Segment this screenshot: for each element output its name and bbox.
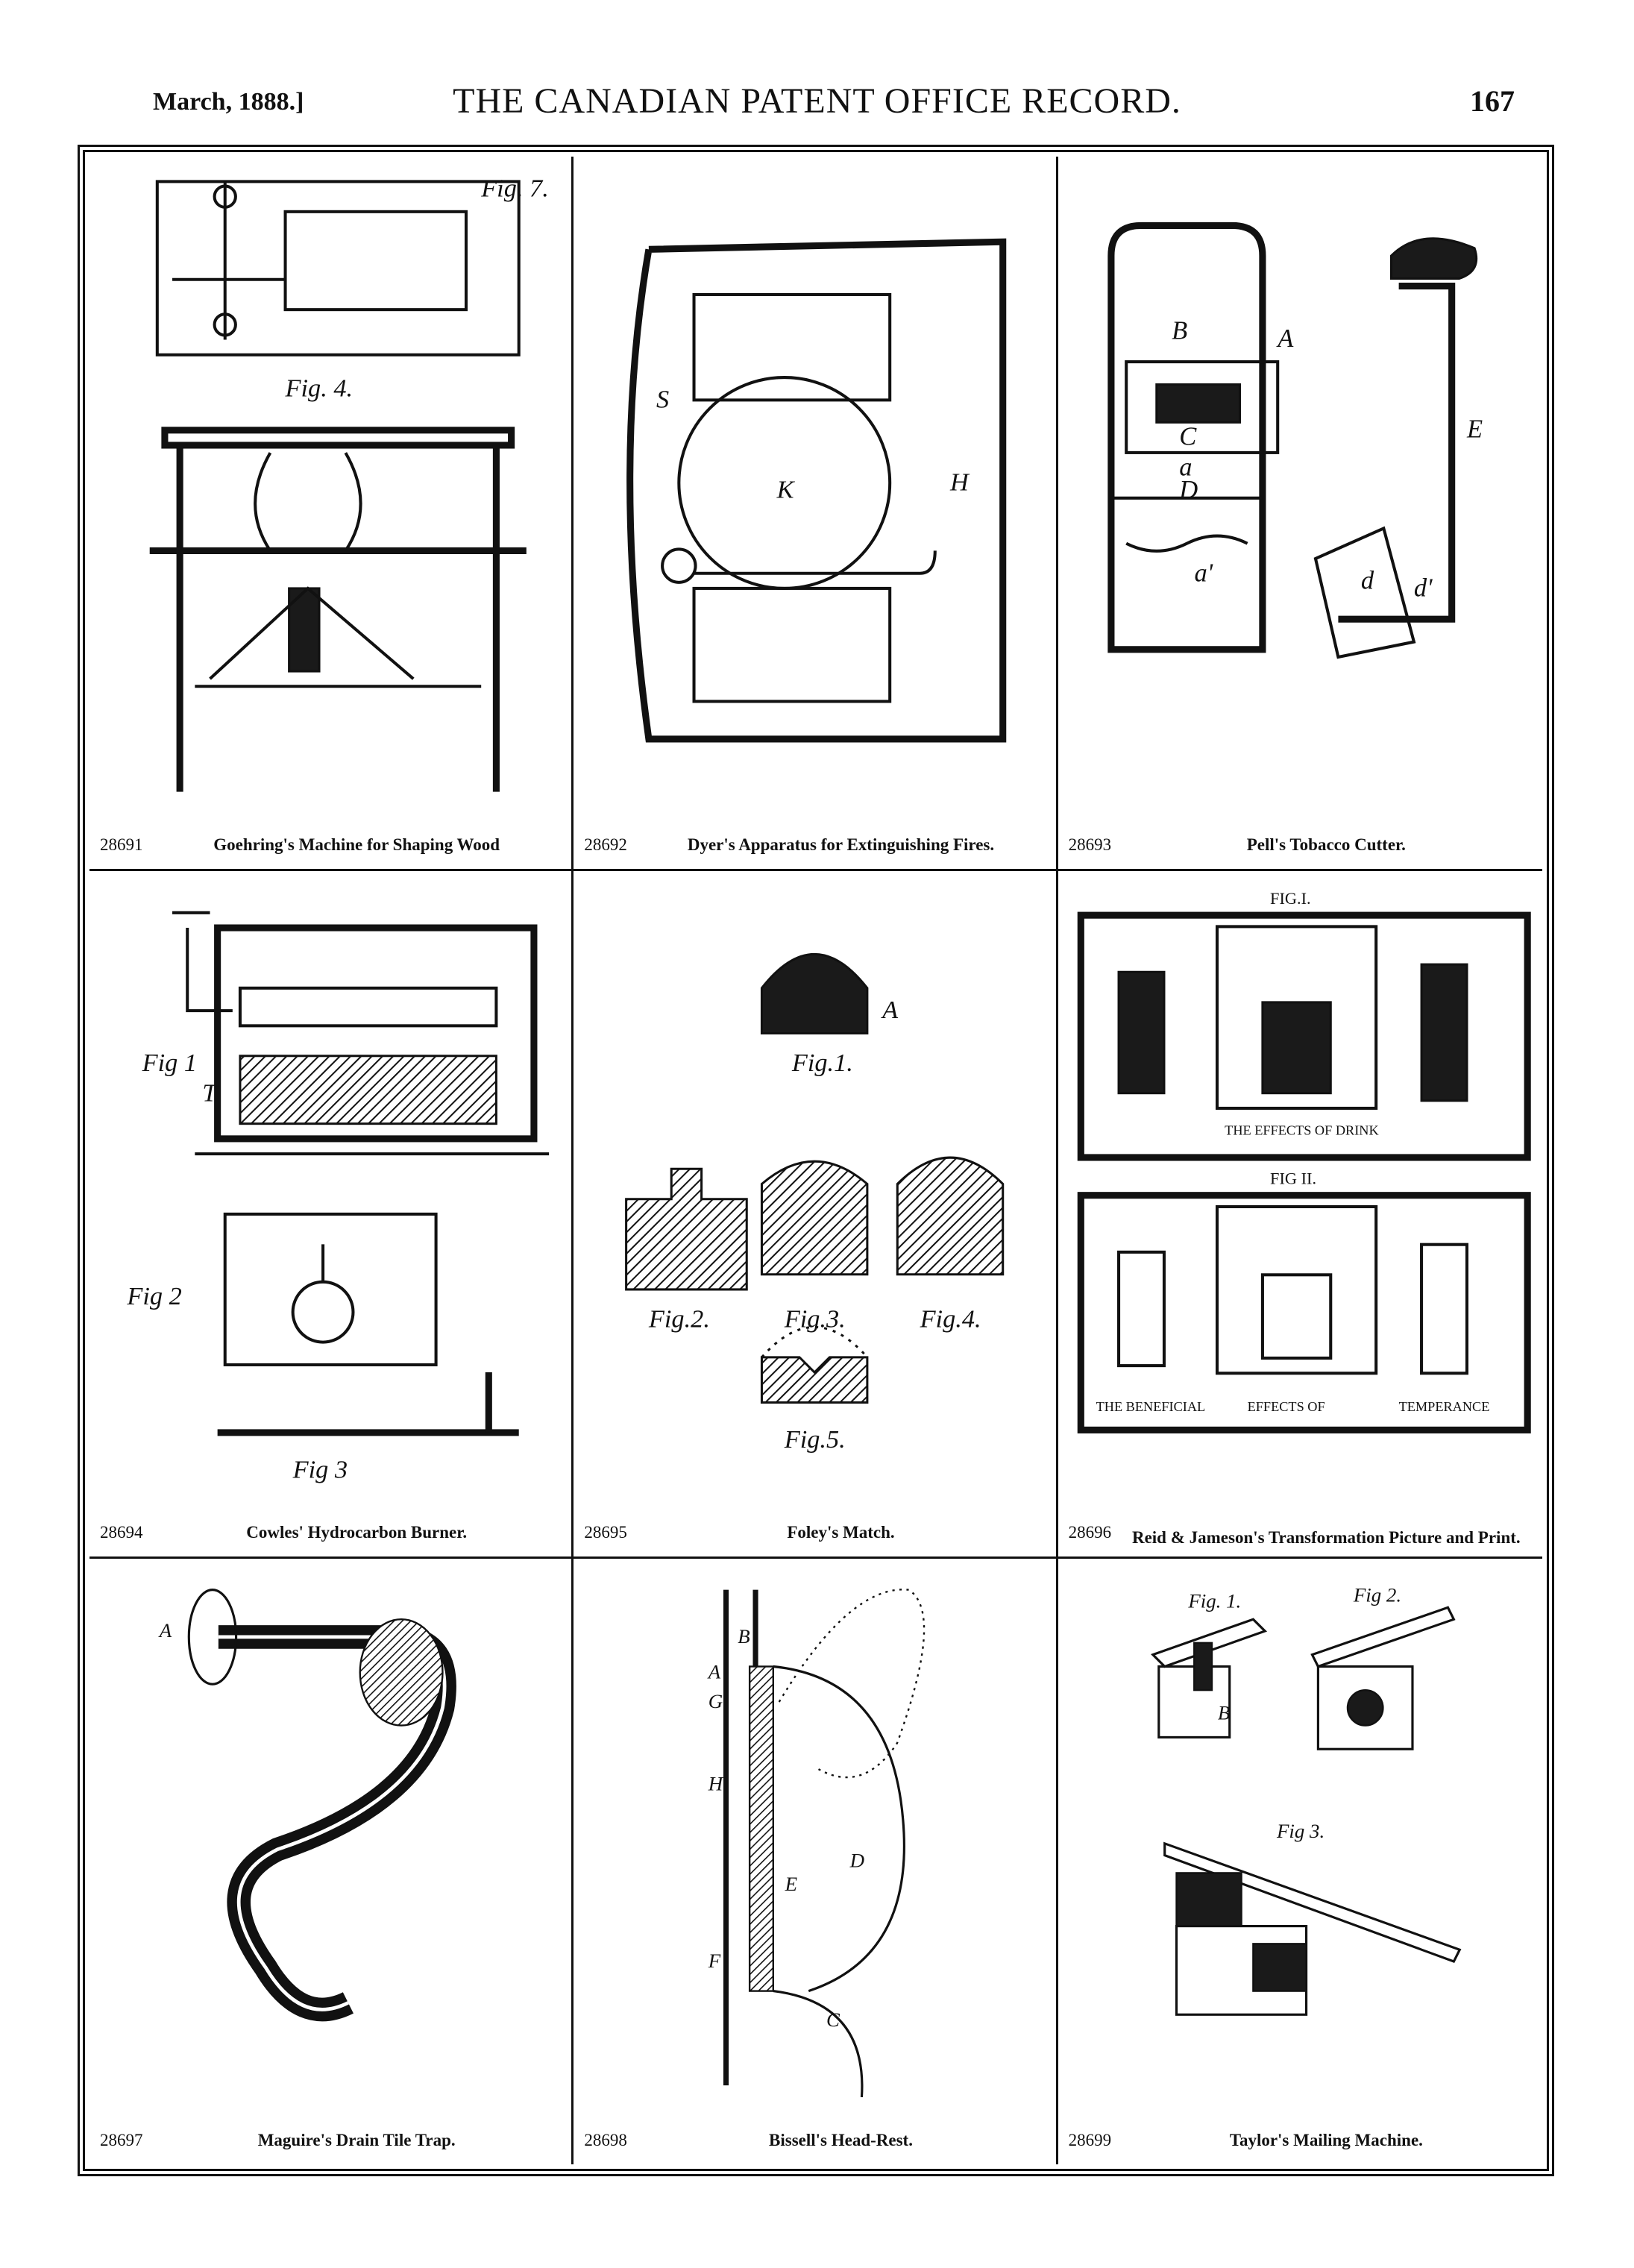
svg-text:d': d' [1414, 574, 1433, 603]
fire-extinguisher-apparatus-drawing: S K H [581, 164, 1048, 802]
hydrocarbon-burner-drawing: Fig 1 Fig 2 Fig 3 T [97, 879, 564, 1489]
patent-cell: Fig. 7. Fig. 4. 28691 Goehring's Machine… [89, 157, 574, 871]
patent-caption: 28697 Maguire's Drain Tile Trap. [100, 2103, 561, 2155]
patent-caption: 28698 Bissell's Head-Rest. [584, 2103, 1045, 2155]
patent-title: Maguire's Drain Tile Trap. [257, 2131, 456, 2149]
svg-text:C: C [826, 2008, 840, 2031]
plate-frame: Fig. 7. Fig. 4. 28691 Goehring's Machine… [78, 145, 1554, 2176]
patent-number: 28693 [1068, 835, 1112, 854]
patent-cell: B A C a D a' E d d' 28693 Pell's Tobacco… [1058, 157, 1542, 871]
svg-text:A: A [707, 1660, 721, 1683]
svg-text:S: S [656, 385, 669, 413]
patent-number: 28697 [100, 2131, 143, 2149]
patent-caption: 28695 Foley's Match. [584, 1495, 1045, 1548]
mailing-machine-drawing: Fig. 1. Fig 2. Fig 3. B [1066, 1566, 1535, 2097]
svg-text:A: A [881, 996, 899, 1024]
svg-text:G: G [708, 1690, 723, 1712]
patent-cell: FIG.I. THE EFFECTS OF DRINK FIG II. THE … [1058, 871, 1542, 1559]
svg-text:B: B [1172, 317, 1187, 345]
svg-text:B: B [1218, 1702, 1230, 1724]
patent-cell: S K H 28692 Dyer's Apparatus for Extingu… [574, 157, 1058, 871]
svg-text:d: d [1361, 567, 1374, 595]
patent-caption: 28694 Cowles' Hydrocarbon Burner. [100, 1495, 561, 1548]
svg-text:a: a [1179, 453, 1192, 481]
patent-number: 28694 [100, 1523, 143, 1542]
svg-text:A: A [1276, 324, 1294, 353]
patent-title: Cowles' Hydrocarbon Burner. [246, 1523, 468, 1542]
patent-title: Pell's Tobacco Cutter. [1246, 835, 1406, 854]
svg-text:D: D [1178, 476, 1198, 504]
head-rest-drawing: B A G H D E F C [581, 1566, 1048, 2098]
patent-number: 28699 [1068, 2131, 1112, 2149]
svg-text:H: H [708, 1773, 724, 1795]
svg-text:FIG II.: FIG II. [1270, 1169, 1316, 1188]
svg-text:THE EFFECTS OF DRINK: THE EFFECTS OF DRINK [1225, 1123, 1379, 1138]
patent-number: 28695 [584, 1523, 627, 1542]
tobacco-cutter-drawing: B A C a D a' E d d' [1066, 164, 1535, 802]
svg-text:Fig.4.: Fig.4. [920, 1304, 981, 1333]
patent-caption: 28699 Taylor's Mailing Machine. [1069, 2103, 1532, 2155]
patent-title: Bissell's Head-Rest. [769, 2131, 913, 2149]
svg-text:Fig 3.: Fig 3. [1276, 1820, 1325, 1842]
svg-text:F: F [708, 1950, 721, 1972]
svg-text:E: E [785, 1873, 797, 1895]
patent-title: Reid & Jameson's Transformation Picture … [1131, 1528, 1521, 1547]
svg-text:D: D [849, 1849, 864, 1871]
patent-cell: Fig. 1. Fig 2. Fig 3. B 28699 Taylor's M… [1058, 1559, 1542, 2164]
patent-title: Taylor's Mailing Machine. [1229, 2131, 1423, 2149]
page-number: 167 [1470, 84, 1515, 118]
patent-caption: 28692 Dyer's Apparatus for Extinguishing… [584, 808, 1045, 860]
svg-text:B: B [738, 1625, 750, 1647]
svg-text:Fig 2: Fig 2 [126, 1282, 181, 1310]
patent-grid: Fig. 7. Fig. 4. 28691 Goehring's Machine… [89, 157, 1542, 2164]
svg-text:Fig 3: Fig 3 [292, 1455, 348, 1483]
svg-text:FIG.I.: FIG.I. [1270, 889, 1311, 908]
patent-number: 28691 [100, 835, 143, 854]
patent-cell: A 28697 Maguire's Drain Tile Trap. [89, 1559, 574, 2164]
svg-text:Fig. 7.: Fig. 7. [480, 175, 549, 203]
patent-caption: 28693 Pell's Tobacco Cutter. [1069, 808, 1532, 860]
svg-text:Fig.3.: Fig.3. [784, 1304, 846, 1333]
svg-text:A: A [158, 1619, 172, 1642]
match-heads-drawing: Fig.1. Fig.2. Fig.3. Fig.4. Fig.5. A [581, 879, 1048, 1489]
svg-text:THE BENEFICIAL: THE BENEFICIAL [1096, 1399, 1205, 1414]
svg-text:Fig.1.: Fig.1. [791, 1049, 853, 1077]
svg-text:EFFECTS OF: EFFECTS OF [1247, 1399, 1325, 1414]
patent-title: Foley's Match. [787, 1523, 895, 1542]
svg-text:K: K [776, 476, 796, 504]
svg-text:E: E [1466, 415, 1483, 444]
page-header: March, 1888.] THE CANADIAN PATENT OFFICE… [0, 0, 1634, 142]
patent-caption: 28696 Reid & Jameson's Transformation Pi… [1069, 1495, 1532, 1548]
svg-text:Fig. 1.: Fig. 1. [1187, 1589, 1241, 1612]
svg-text:Fig.5.: Fig.5. [784, 1425, 846, 1454]
issue-date: March, 1888.] [153, 88, 304, 116]
wood-shaping-machine-drawing: Fig. 7. Fig. 4. [97, 164, 564, 802]
drain-tile-trap-drawing: A [97, 1566, 564, 2097]
svg-text:T: T [202, 1078, 219, 1107]
patent-number: 28696 [1068, 1523, 1112, 1542]
patent-cell: Fig.1. Fig.2. Fig.3. Fig.4. Fig.5. A 286… [574, 871, 1058, 1559]
svg-text:Fig 2.: Fig 2. [1353, 1583, 1401, 1606]
patent-cell: Fig 1 Fig 2 Fig 3 T 28694 Cowles' Hydroc… [89, 871, 574, 1559]
patent-number: 28698 [584, 2131, 627, 2149]
svg-text:Fig 1: Fig 1 [142, 1049, 197, 1077]
patent-title: Dyer's Apparatus for Extinguishing Fires… [687, 835, 995, 854]
patent-cell: B A G H D E F C 28698 Bissell's Head-Res… [574, 1559, 1058, 2164]
patent-number: 28692 [584, 835, 627, 854]
patent-title: Goehring's Machine for Shaping Wood [213, 835, 500, 854]
svg-text:Fig.2.: Fig.2. [648, 1304, 710, 1333]
patent-caption: 28691 Goehring's Machine for Shaping Woo… [100, 808, 561, 860]
svg-text:a': a' [1194, 559, 1213, 587]
transformation-picture-drawing: FIG.I. THE EFFECTS OF DRINK FIG II. THE … [1066, 879, 1535, 1489]
journal-title: THE CANADIAN PATENT OFFICE RECORD. [453, 81, 1181, 121]
svg-text:Fig. 4.: Fig. 4. [285, 374, 353, 402]
svg-text:C: C [1179, 423, 1197, 451]
svg-text:TEMPERANCE: TEMPERANCE [1398, 1399, 1489, 1414]
svg-text:H: H [949, 468, 970, 497]
